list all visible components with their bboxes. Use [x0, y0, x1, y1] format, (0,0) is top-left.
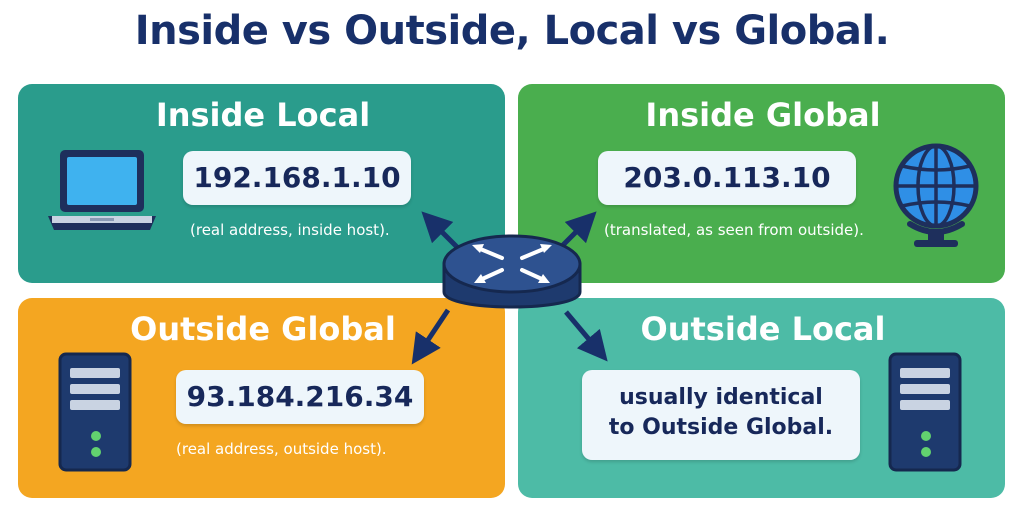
panel-heading: Outside Global — [130, 310, 396, 348]
server-icon — [58, 352, 132, 472]
address-caption: (real address, inside host). — [190, 221, 390, 239]
panel-heading: Inside Global — [645, 96, 881, 134]
arrow-to-outside-local — [564, 310, 608, 362]
laptop-icon — [48, 150, 156, 230]
address-box: 192.168.1.10 — [183, 151, 411, 205]
address-caption: (real address, outside host). — [176, 440, 387, 458]
address-caption: (translated, as seen from outside). — [604, 221, 864, 239]
server-icon — [888, 352, 962, 472]
panel-heading: Outside Local — [640, 310, 886, 348]
globe-icon — [893, 143, 979, 247]
address-box: 203.0.113.10 — [598, 151, 856, 205]
panel-inside-local: Inside Local 192.168.1.10 (real address,… — [18, 84, 505, 283]
note-line: usually identical — [619, 385, 823, 410]
address-box: 93.184.216.34 — [176, 370, 424, 424]
note-box: usually identical to Outside Global. — [582, 370, 860, 460]
panel-heading: Inside Local — [155, 96, 371, 134]
note-line: to Outside Global. — [608, 415, 834, 440]
router-icon — [442, 234, 582, 309]
panel-inside-global: Inside Global 203.0.113.10 (translated, … — [518, 84, 1005, 283]
page-title: Inside vs Outside, Local vs Global. — [134, 8, 890, 54]
arrow-to-outside-global — [411, 308, 451, 365]
